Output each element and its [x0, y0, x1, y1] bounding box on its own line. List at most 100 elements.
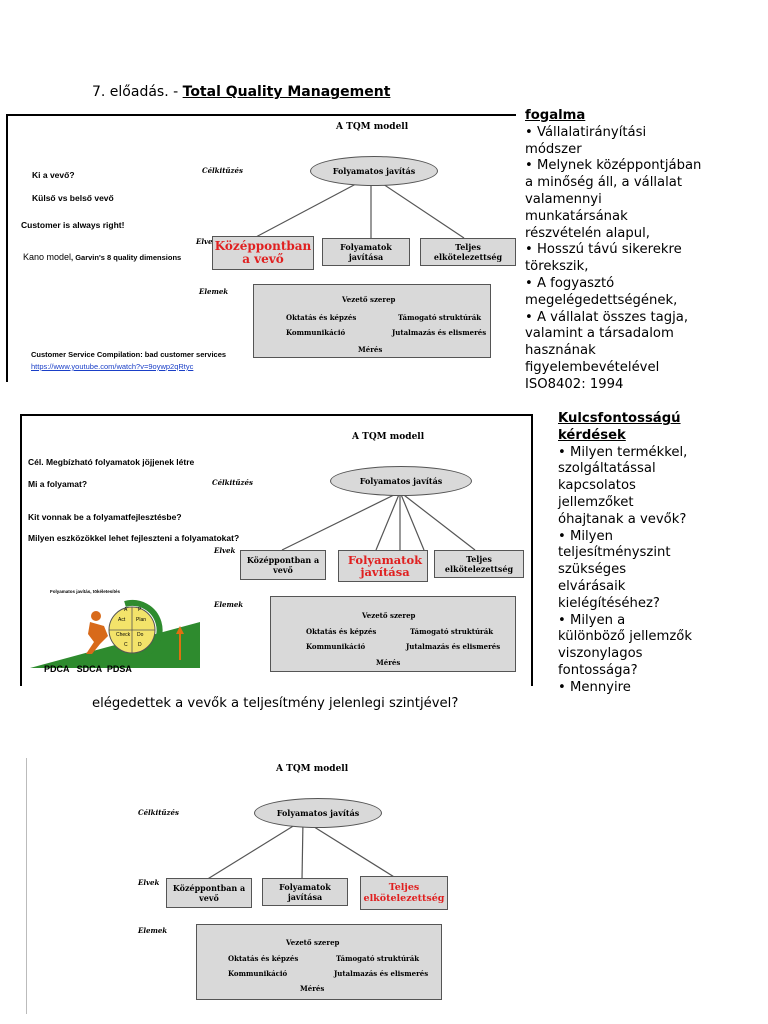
slide-2-element-training: Oktatás és képzés	[306, 627, 377, 636]
slide-3-left-border	[26, 758, 27, 1014]
right-text-1-line: • Vállalatirányítási	[525, 124, 647, 140]
slide-1-element-measurement: Mérés	[358, 345, 383, 354]
slide-1-left-border	[6, 114, 8, 382]
slide-1: A TQM modell Célkitűzés Elvek Elemek Fol…	[6, 114, 516, 382]
slide-2-element-leadership: Vezető szerep	[362, 611, 416, 620]
slide-1-principle-commitment: Teljes elkötelezettség	[420, 238, 516, 266]
pdca-illustration	[30, 599, 200, 668]
slide-2-element-structures: Támogató struktúrák	[410, 627, 494, 636]
slide-1-question-external: Külső vs belső vevő	[32, 193, 114, 203]
slide-1-element-structures: Támogató struktúrák	[398, 313, 482, 322]
slide-3-element-rewards: Jutalmazás és elismerés	[334, 969, 429, 978]
pdca-cell-p: P	[138, 607, 142, 613]
right-text-1-line: törekszik,	[525, 259, 589, 275]
slide-2-label-elvek: Elvek	[214, 546, 236, 555]
slide-2-question-goal: Cél. Megbízható folyamatok jöjjenek létr…	[28, 457, 195, 467]
slide-3-element-measurement: Mérés	[300, 984, 325, 993]
slide-1-label-celkitugas: Célkitűzés	[202, 166, 243, 175]
slide-2-principle-customer: Középpontban a vevő	[240, 550, 326, 580]
slide-1-kano-link[interactable]: Kano model	[23, 252, 72, 262]
slide-2-question-tools: Milyen eszközökkel lehet fejleszteni a f…	[28, 533, 240, 543]
slide-2-question-who-involved: Kit vonnak be a folyamatfejlesztésbe?	[28, 512, 182, 522]
slide-1-element-leadership: Vezető szerep	[342, 295, 396, 304]
slide-2-connector-lines	[281, 491, 476, 551]
slide-1-goal-ellipse: Folyamatos javítás	[310, 156, 438, 186]
slide-3-label-elemek: Elemek	[138, 926, 168, 935]
pdca-cell-c: C	[124, 642, 128, 648]
slide-1-connector-lines	[253, 175, 465, 239]
slide-3-label-celkitugas: Célkitűzés	[138, 808, 179, 817]
slide-1-element-training: Oktatás és képzés	[286, 313, 357, 322]
slide-2: A TQM modell Célkitűzés Elvek Elemek Fol…	[20, 414, 533, 686]
right-text-1-line: megelégedettségének,	[525, 292, 678, 308]
slide-3-connector-lines	[205, 819, 400, 881]
right-text-2-line: különböző jellemzők	[558, 629, 692, 645]
right-text-2: Kulcsfontosságú kérdések • Milyen termék…	[558, 411, 763, 697]
right-text-1-line: • A fogyasztó	[525, 275, 615, 291]
slide-2-element-communication: Kommunikáció	[306, 642, 366, 651]
slide-2-top-border	[20, 414, 533, 416]
right-text-1: fogalma • Vállalatirányítási módszer • M…	[525, 108, 765, 394]
slide-3-goal-ellipse: Folyamatos javítás	[254, 798, 382, 828]
slide-1-question-customer-right: Customer is always right!	[21, 220, 125, 230]
slide-1-element-rewards: Jutalmazás és elismerés	[392, 328, 487, 337]
slide-1-question-who: Ki a vevő?	[32, 170, 75, 180]
slide-1-element-communication: Kommunikáció	[286, 328, 346, 337]
slide-1-kano-line: Kano model, Garvin's 8 quality dimension…	[23, 252, 181, 262]
right-text-2-line: • Mennyire	[558, 679, 631, 695]
right-text-2-line: kielégítéséhez?	[558, 595, 660, 611]
pdca-caption: Folyamatos javítás, tökéletesítés	[50, 589, 121, 594]
slide-2-element-measurement: Mérés	[376, 658, 401, 667]
right-text-1-line: valamint a társadalom	[525, 326, 674, 342]
heading-title: Total Quality Management	[182, 84, 391, 100]
right-text-2-line: jellemzőket	[558, 494, 634, 510]
slide-1-garvin: , Garvin's 8 quality dimensions	[71, 253, 182, 262]
slide-1-principle-process: Folyamatok javítása	[322, 238, 410, 266]
right-text-1-line: ISO8402: 1994	[525, 376, 624, 392]
heading-prefix: 7. előadás. -	[92, 84, 183, 100]
right-text-2-title-line-1: Kulcsfontosságú	[558, 411, 681, 426]
slide-2-principle-commitment: Teljes elkötelezettség	[434, 550, 524, 578]
slide-2-question-process: Mi a folyamat?	[28, 479, 88, 489]
pdca-cell-d: D	[138, 642, 142, 648]
right-text-2-line: szükséges	[558, 562, 627, 578]
right-text-2-line: óhajtanak a vevők?	[558, 511, 687, 527]
slide-1-principle-customer: Középpontban a vevő	[212, 236, 314, 270]
slide-2-label-elemek: Elemek	[214, 600, 244, 609]
right-text-1-line: • Hosszú távú sikerekre	[525, 242, 682, 258]
right-text-1-line: • A vállalat összes tagja,	[525, 309, 689, 325]
slide-3-label-elvek: Elvek	[138, 878, 160, 887]
slide-3-principle-commitment: Teljes elkötelezettség	[360, 876, 448, 910]
pdca-cell-plan: Plan	[136, 617, 147, 623]
slide-1-elements-box	[253, 284, 491, 358]
pdca-cell-a: A	[124, 607, 128, 613]
slide-3-principle-customer: Középpontban a vevő	[166, 878, 252, 908]
pdca-cell-check: Check	[116, 632, 131, 638]
pdca-cycles-label: PDCA SDCA PDSA	[44, 664, 132, 674]
slide-3-element-structures: Támogató struktúrák	[336, 954, 420, 963]
right-text-2-line: fontossága?	[558, 662, 638, 678]
slide-1-principle-customer-label: Középpontban a vevő	[214, 239, 312, 266]
right-text-2-line: szolgáltatással	[558, 461, 656, 477]
pdca-cell-do: Do	[137, 632, 144, 638]
right-text-2-line: elvárásaik	[558, 578, 626, 594]
right-text-2-line: • Milyen a	[558, 612, 626, 628]
slide-3-element-training: Oktatás és képzés	[228, 954, 299, 963]
right-text-1-line: valamennyi	[525, 191, 602, 207]
right-text-1-line: módszer	[525, 141, 582, 157]
slide-2-right-border	[531, 414, 533, 686]
slide-2-principle-process: Folyamatok javítása	[338, 550, 428, 582]
slide-3-elements-box	[196, 924, 442, 1000]
page-heading: 7. előadás. - Total Quality Management	[92, 84, 390, 100]
slide-2-goal-ellipse: Folyamatos javítás	[330, 466, 472, 496]
right-text-1-title: fogalma	[525, 108, 586, 123]
pdca-cell-act: Act	[118, 617, 126, 623]
slide-2-model-title: A TQM modell	[352, 432, 425, 442]
slide-1-top-border	[6, 114, 516, 116]
slide-1-youtube-link[interactable]: https://www.youtube.com/watch?v=9oywp2qR…	[31, 362, 194, 371]
right-text-1-line: • Melynek középpontjában	[525, 158, 702, 174]
slide-3-model-title: A TQM modell	[276, 764, 349, 774]
right-text-1-line: részvételén alapul,	[525, 225, 650, 241]
right-text-2-title-line-2: kérdések	[558, 427, 626, 443]
right-text-1-line: figyelembevételével	[525, 359, 660, 375]
